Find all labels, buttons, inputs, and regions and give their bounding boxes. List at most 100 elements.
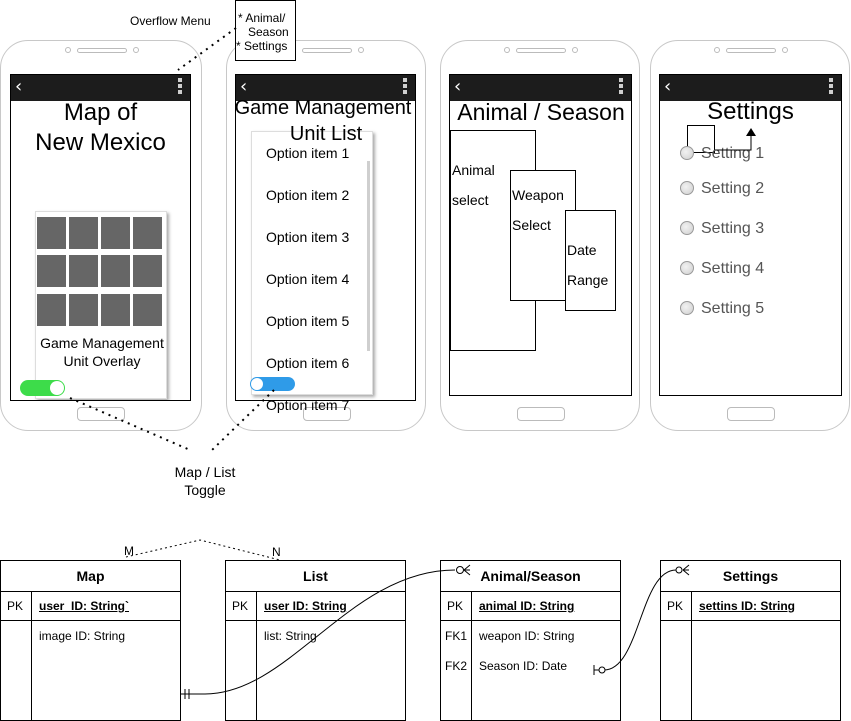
phone-sensor [358, 47, 364, 53]
date-range-line2: Range [567, 272, 609, 288]
map-tile [101, 217, 130, 249]
radio-icon[interactable] [680, 221, 694, 235]
map-title-line1: Map of [63, 99, 138, 126]
setting-item[interactable]: Setting 5 [701, 300, 765, 317]
list-item[interactable]: Option item 4 [266, 271, 350, 287]
pk-divider [1, 620, 180, 621]
date-range-box[interactable] [565, 210, 616, 311]
phone-sensor [782, 47, 788, 53]
list-item[interactable]: Option item 2 [266, 187, 350, 203]
map-list-toggle-label-line2: Toggle [184, 482, 226, 498]
radio-icon[interactable] [680, 146, 694, 160]
toggle-knob [251, 378, 263, 390]
setting-item[interactable]: Setting 4 [701, 260, 765, 277]
app-bar: ‹ [660, 75, 841, 101]
one-mark-icon [184, 689, 190, 699]
map-title-line2: New Mexico [35, 129, 166, 156]
setting-item[interactable]: Setting 2 [701, 180, 765, 197]
map-tile [37, 217, 66, 249]
map-list-toggle-label-line1: Map / List [174, 464, 236, 480]
settings-title: Settings [707, 98, 794, 125]
pk-field: user_ID: String` [39, 599, 130, 613]
settings-small-square [687, 125, 715, 153]
toggle-knob [50, 381, 64, 395]
relation-n-label: N [272, 545, 281, 559]
list-item[interactable]: Option item 1 [266, 145, 350, 161]
setting-item[interactable]: Setting 3 [701, 220, 765, 237]
map-tile [37, 255, 66, 287]
map-tile [101, 294, 130, 326]
list-item[interactable]: Option item 7 [266, 397, 350, 413]
map-tile [37, 294, 66, 326]
back-chevron-icon[interactable]: ‹ [664, 76, 672, 97]
pk-field: user ID: String [264, 599, 347, 613]
setting-item[interactable]: Setting 1 [701, 145, 765, 162]
list-title-line2: Unit List [289, 123, 363, 145]
date-range-line1: Date [567, 242, 597, 258]
entity-name: List [226, 561, 405, 592]
pk-label: PK [232, 599, 249, 613]
list-scrollbar[interactable] [367, 161, 370, 351]
weapon-select-line2: Select [512, 217, 551, 233]
key-column [256, 591, 257, 720]
overflow-menu-box: * Animal/ Season * Settings [235, 0, 296, 61]
pk-field: settins ID: String [699, 599, 796, 613]
key-column [691, 591, 692, 720]
phone-camera [65, 47, 71, 53]
overflow-menu-item: * Animal/ [238, 11, 286, 25]
map-tile [133, 255, 162, 287]
radio-icon[interactable] [680, 301, 694, 315]
map-tile [69, 255, 98, 287]
app-bar: ‹ [236, 75, 415, 101]
back-chevron-icon[interactable]: ‹ [240, 76, 248, 97]
overlay-label-line1: Game Management [40, 335, 164, 351]
erd-entity-settings: Settings PK settins ID: String [660, 560, 841, 721]
relation-m-label: M [124, 544, 134, 558]
list-item[interactable]: Option item 6 [266, 355, 350, 371]
map-list-toggle-green[interactable] [20, 380, 65, 396]
home-button[interactable] [517, 407, 565, 421]
pk-label: PK [667, 599, 684, 613]
back-chevron-icon[interactable]: ‹ [15, 76, 23, 97]
map-tile [69, 217, 98, 249]
home-button[interactable] [77, 407, 125, 421]
list-item[interactable]: Option item 5 [266, 313, 350, 329]
key-column [31, 591, 32, 720]
animal-select-line1: Animal [452, 162, 495, 178]
list-title-line1: Game Management [234, 97, 412, 119]
map-tile [69, 294, 98, 326]
erd-entity-list: List PK user ID: String list: String [225, 560, 406, 721]
radio-icon[interactable] [680, 261, 694, 275]
app-bar: ‹ [11, 75, 190, 101]
home-button[interactable] [303, 407, 351, 421]
screen-settings: ‹ [659, 74, 842, 396]
phone-sensor [572, 47, 578, 53]
screen-list: ‹ [235, 74, 416, 401]
kebab-menu-icon[interactable] [178, 78, 182, 96]
phone-camera [504, 47, 510, 53]
phone-camera [714, 47, 720, 53]
phone-speaker [726, 48, 776, 53]
phone-sensor [133, 47, 139, 53]
pk-divider [226, 620, 405, 621]
kebab-menu-icon[interactable] [829, 78, 833, 96]
map-tile [101, 255, 130, 287]
back-chevron-icon[interactable]: ‹ [454, 76, 462, 97]
fk2-label: FK2 [445, 659, 468, 673]
weapon-select-line1: Weapon [512, 187, 564, 203]
map-grid [37, 217, 167, 329]
radio-icon[interactable] [680, 181, 694, 195]
map-list-toggle-blue[interactable] [250, 377, 295, 391]
kebab-menu-icon[interactable] [403, 78, 407, 96]
key-column [471, 591, 472, 720]
pk-divider [661, 620, 840, 621]
home-button[interactable] [727, 407, 775, 421]
map-tile [133, 294, 162, 326]
overlay-label-line2: Unit Overlay [63, 353, 141, 369]
list-item[interactable]: Option item 3 [266, 229, 350, 245]
overflow-menu-item: Season [248, 25, 289, 39]
kebab-menu-icon[interactable] [619, 78, 623, 96]
animal-season-title: Animal / Season [457, 99, 625, 125]
entity-name: Settings [661, 561, 840, 592]
pk-divider [441, 620, 620, 621]
